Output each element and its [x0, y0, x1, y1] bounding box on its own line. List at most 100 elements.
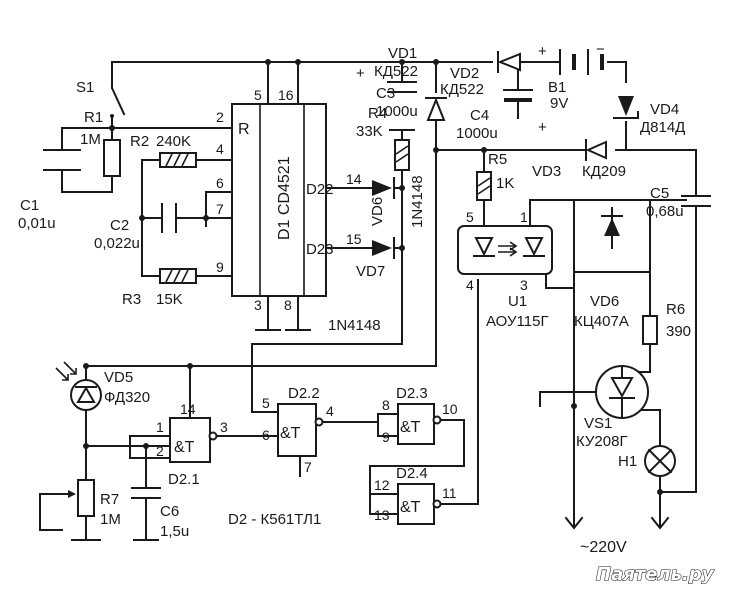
thyristor-vs1	[595, 365, 649, 419]
pin-d22-4: 4	[326, 403, 334, 419]
pin-d21-14: 14	[180, 401, 196, 417]
label-d24-gate: D2.4	[396, 465, 428, 482]
resistor-r4	[389, 129, 415, 171]
pin-2: 2	[216, 109, 224, 125]
label-r5: R5	[488, 151, 507, 168]
label-u1-type: АОУ115Г	[486, 313, 549, 330]
diode-vd3	[585, 139, 607, 161]
labels: S1 R1 1M R2 240K C1 0,01u C2 0,022u R3 1…	[18, 41, 691, 556]
pin-d23-8: 8	[382, 397, 390, 413]
label-vs1-type: КУ208Г	[576, 433, 628, 450]
label-c5-value: 0,68u	[646, 203, 684, 220]
gate-d2-1	[169, 417, 218, 463]
pin-9: 9	[216, 259, 224, 275]
label-d23-gate: D2.3	[396, 385, 428, 402]
pin-d21-3: 3	[220, 419, 228, 435]
pin-d24-13: 13	[374, 507, 390, 523]
label-d22-gate: D2.2	[288, 385, 320, 402]
pin-d21-2: 2	[156, 443, 164, 459]
label-r2-value: 240K	[156, 133, 191, 150]
label-d1-cd4521: D1 CD4521	[276, 156, 293, 240]
pin-d24-12: 12	[374, 477, 390, 493]
resistor-r3	[159, 268, 197, 284]
resistor-r2	[159, 152, 197, 168]
gate-d2-4	[397, 483, 442, 525]
pin-d23-9: 9	[382, 429, 390, 445]
label-r4-value: 33K	[356, 123, 383, 140]
pin-14: 14	[346, 171, 362, 187]
label-c4-plus: +	[538, 119, 547, 136]
label-c5: C5	[650, 185, 669, 202]
ic-d1-cd4521	[231, 103, 327, 297]
battery-b1	[559, 49, 604, 75]
label-b1: B1	[548, 79, 566, 96]
label-vd6-type: 1N4148	[409, 175, 426, 228]
label-r5-value: 1K	[496, 175, 514, 192]
label-vd7: VD7	[356, 263, 385, 280]
label-c6-value: 1,5u	[160, 523, 189, 540]
label-vd1-type: КД522	[374, 63, 418, 80]
label-r4: R4	[368, 105, 387, 122]
label-d23-logic: &T	[400, 419, 421, 436]
label-b1-minus: −	[596, 41, 605, 58]
label-d21-logic: &T	[174, 439, 195, 456]
label-vd5-type: ФД320	[104, 389, 150, 406]
label-c4: C4	[470, 107, 489, 124]
capacitor-c2	[161, 203, 177, 233]
pin-d22-7: 7	[304, 459, 312, 475]
label-r6: R6	[666, 301, 685, 318]
pin-u1-5: 5	[466, 209, 474, 225]
gate-d2-2	[277, 403, 324, 457]
label-d22-logic: &T	[280, 425, 301, 442]
gate-d2-3	[397, 403, 442, 445]
pin-16: 16	[278, 87, 294, 103]
label-h1: H1	[618, 453, 637, 470]
label-vd2: VD2	[450, 65, 479, 82]
zener-vd4	[613, 96, 639, 119]
label-c6: C6	[160, 503, 179, 520]
label-c2: C2	[110, 217, 129, 234]
label-vd2-type: КД522	[440, 81, 484, 98]
junction-dots	[109, 59, 663, 495]
label-d22: D22	[306, 181, 334, 198]
pin-7: 7	[216, 201, 224, 217]
label-c1: C1	[20, 197, 39, 214]
label-r1: R1	[84, 109, 103, 126]
label-c3: C3	[376, 85, 395, 102]
label-vd4: VD4	[650, 101, 679, 118]
lamp-h1	[644, 445, 676, 477]
diode-vd6	[372, 177, 405, 199]
diode-vd2	[497, 51, 521, 73]
potentiometer-r7	[68, 443, 101, 541]
label-vs1: VS1	[584, 415, 612, 432]
label-r7: R7	[100, 491, 119, 508]
diode-vd7	[372, 237, 405, 259]
label-vd5: VD5	[104, 369, 133, 386]
label-r3-value: 15K	[156, 291, 183, 308]
label-c3-plus: +	[356, 65, 365, 82]
pin-d24-11: 11	[442, 485, 457, 501]
label-b1-plus: +	[538, 43, 547, 60]
label-vd6-diode: VD6	[369, 197, 386, 226]
label-c2-value: 0,022u	[94, 235, 140, 252]
resistor-r1	[103, 139, 121, 177]
label-r6-value: 390	[666, 323, 691, 340]
resistor-r6	[642, 315, 658, 345]
pin-r: R	[238, 121, 250, 138]
bridge-vd6-kc407a	[573, 199, 651, 273]
pin-3: 3	[254, 297, 262, 313]
mains-terminals	[564, 516, 670, 530]
pin-15: 15	[346, 231, 362, 247]
label-vd3-type: КД209	[582, 163, 626, 180]
label-vd6-bridge-type: КЦ407А	[574, 313, 629, 330]
label-mains: ~220V	[580, 539, 627, 556]
label-r1-value: 1M	[80, 131, 101, 148]
label-r2: R2	[130, 133, 149, 150]
resistor-r5	[476, 147, 492, 201]
capacitor-c4	[503, 89, 533, 102]
pin-d22-6: 6	[262, 427, 270, 443]
photodiode-vd5	[55, 361, 193, 411]
pin-d23-10: 10	[442, 401, 458, 417]
